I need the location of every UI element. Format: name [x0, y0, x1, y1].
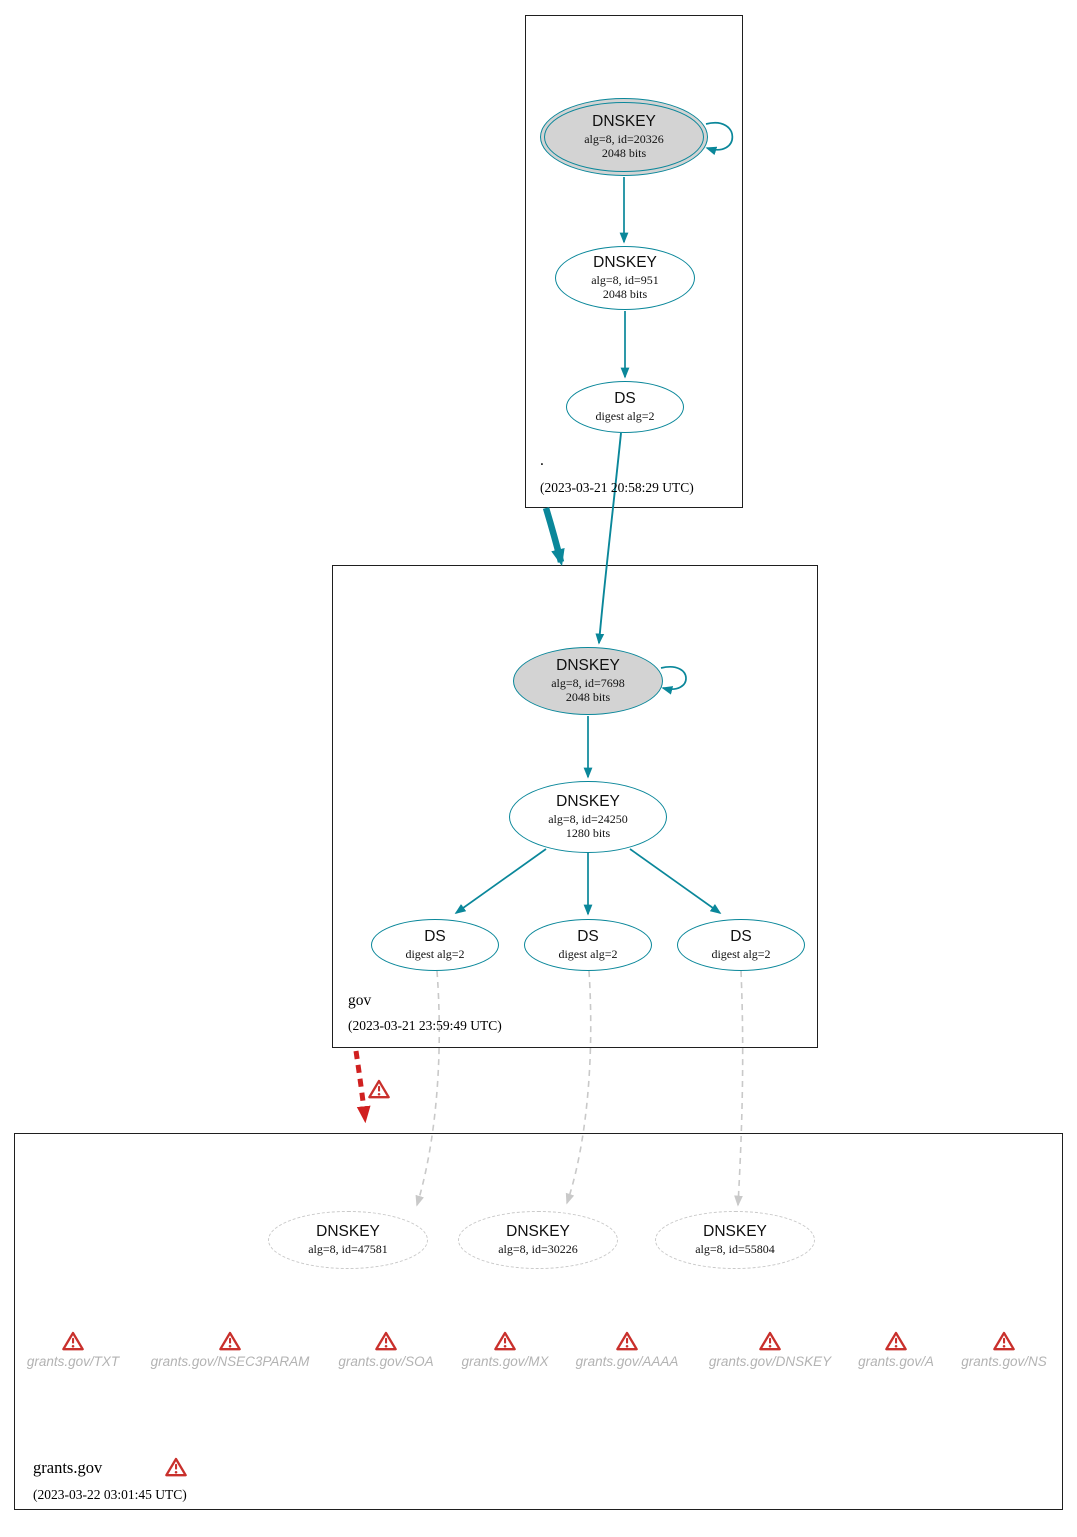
warning-icon [993, 1331, 1015, 1351]
node-detail: digest alg=2 [405, 947, 465, 962]
rrset-warning-aaaa: grants.gov/AAAA [527, 1331, 727, 1369]
grants-zone-timestamp: (2023-03-22 03:01:45 UTC) [33, 1487, 187, 1502]
warning-icon [368, 1079, 390, 1099]
rrset-warning-ns: grants.gov/NS [904, 1331, 1077, 1369]
node-title: DNSKEY [316, 1223, 380, 1241]
zone-box-root [525, 15, 743, 508]
node-detail: alg=8, id=7698 [551, 675, 625, 690]
warning-icon [759, 1331, 781, 1351]
gov-ds1-node: DS digest alg=2 [371, 919, 499, 971]
node-title: DNSKEY [556, 656, 620, 674]
rrset-warning-a: grants.gov/A [796, 1331, 996, 1369]
node-title: DS [614, 390, 636, 408]
warning-icon [375, 1331, 397, 1351]
node-detail: 2048 bits [602, 287, 648, 302]
gov-zsk-node: DNSKEY alg=8, id=24250 1280 bits [509, 781, 667, 853]
node-detail: alg=8, id=951 [591, 272, 659, 287]
warning-icon [494, 1331, 516, 1351]
grants-dnskey1-node: DNSKEY alg=8, id=47581 [268, 1211, 428, 1269]
node-detail: digest alg=2 [711, 947, 771, 962]
node-title: DNSKEY [592, 112, 656, 130]
node-title: DNSKEY [593, 253, 657, 271]
node-detail: alg=8, id=47581 [308, 1242, 388, 1257]
node-detail: 1280 bits [565, 826, 611, 841]
rrset-label: grants.gov/DNSKEY [708, 1354, 832, 1369]
rrset-label: grants.gov/A [858, 1354, 934, 1369]
rrset-warning-nsec3param: grants.gov/NSEC3PARAM [130, 1331, 330, 1369]
root-zsk-node: DNSKEY alg=8, id=951 2048 bits [555, 246, 695, 310]
node-title: DS [730, 928, 752, 946]
warning-icon [219, 1331, 241, 1351]
node-detail: digest alg=2 [595, 409, 655, 424]
edge-delegation-gov-grants-bogus [353, 1050, 371, 1124]
gov-zone-label: gov [348, 992, 372, 1009]
rrset-warning-soa: grants.gov/SOA [286, 1331, 486, 1369]
gov-ds3-node: DS digest alg=2 [677, 919, 805, 971]
rrset-label: grants.gov/AAAA [575, 1354, 679, 1369]
node-title: DNSKEY [703, 1223, 767, 1241]
root-zone-timestamp: (2023-03-21 20:58:29 UTC) [540, 480, 694, 495]
rrset-label: grants.gov/NSEC3PARAM [150, 1354, 310, 1369]
node-detail: 2048 bits [565, 690, 611, 705]
node-detail: alg=8, id=55804 [695, 1242, 775, 1257]
rrset-warning-dnskey: grants.gov/DNSKEY [670, 1331, 870, 1369]
rrset-label: grants.gov/NS [961, 1354, 1047, 1369]
warning-icon [616, 1331, 638, 1351]
grants-dnskey2-node: DNSKEY alg=8, id=30226 [458, 1211, 618, 1269]
node-detail: alg=8, id=24250 [548, 811, 628, 826]
warning-icon [165, 1457, 187, 1477]
rrset-label: grants.gov/SOA [338, 1354, 434, 1369]
rrset-warning-txt: grants.gov/TXT [0, 1331, 173, 1369]
node-detail: digest alg=2 [558, 947, 618, 962]
root-zone-label: . [540, 452, 544, 469]
warning-icon [62, 1331, 84, 1351]
rrset-label: grants.gov/MX [461, 1354, 549, 1369]
root-ksk-node: DNSKEY alg=8, id=20326 2048 bits [540, 98, 708, 176]
root-ds-node: DS digest alg=2 [566, 381, 684, 433]
rrset-warning-mx: grants.gov/MX [405, 1331, 605, 1369]
node-title: DS [577, 928, 599, 946]
gov-ds2-node: DS digest alg=2 [524, 919, 652, 971]
node-title: DS [424, 928, 446, 946]
edge-delegation-root-gov [542, 507, 565, 567]
node-title: DNSKEY [506, 1223, 570, 1241]
gov-ksk-node: DNSKEY alg=8, id=7698 2048 bits [513, 647, 663, 715]
node-detail: 2048 bits [601, 146, 647, 161]
zone-box-grants-gov [14, 1133, 1063, 1510]
grants-zone-label: grants.gov [33, 1458, 103, 1477]
gov-zone-timestamp: (2023-03-21 23:59:49 UTC) [348, 1018, 502, 1033]
node-title: DNSKEY [556, 792, 620, 810]
rrset-label: grants.gov/TXT [26, 1354, 120, 1369]
node-detail: alg=8, id=20326 [584, 131, 664, 146]
grants-dnskey3-node: DNSKEY alg=8, id=55804 [655, 1211, 815, 1269]
node-detail: alg=8, id=30226 [498, 1242, 578, 1257]
